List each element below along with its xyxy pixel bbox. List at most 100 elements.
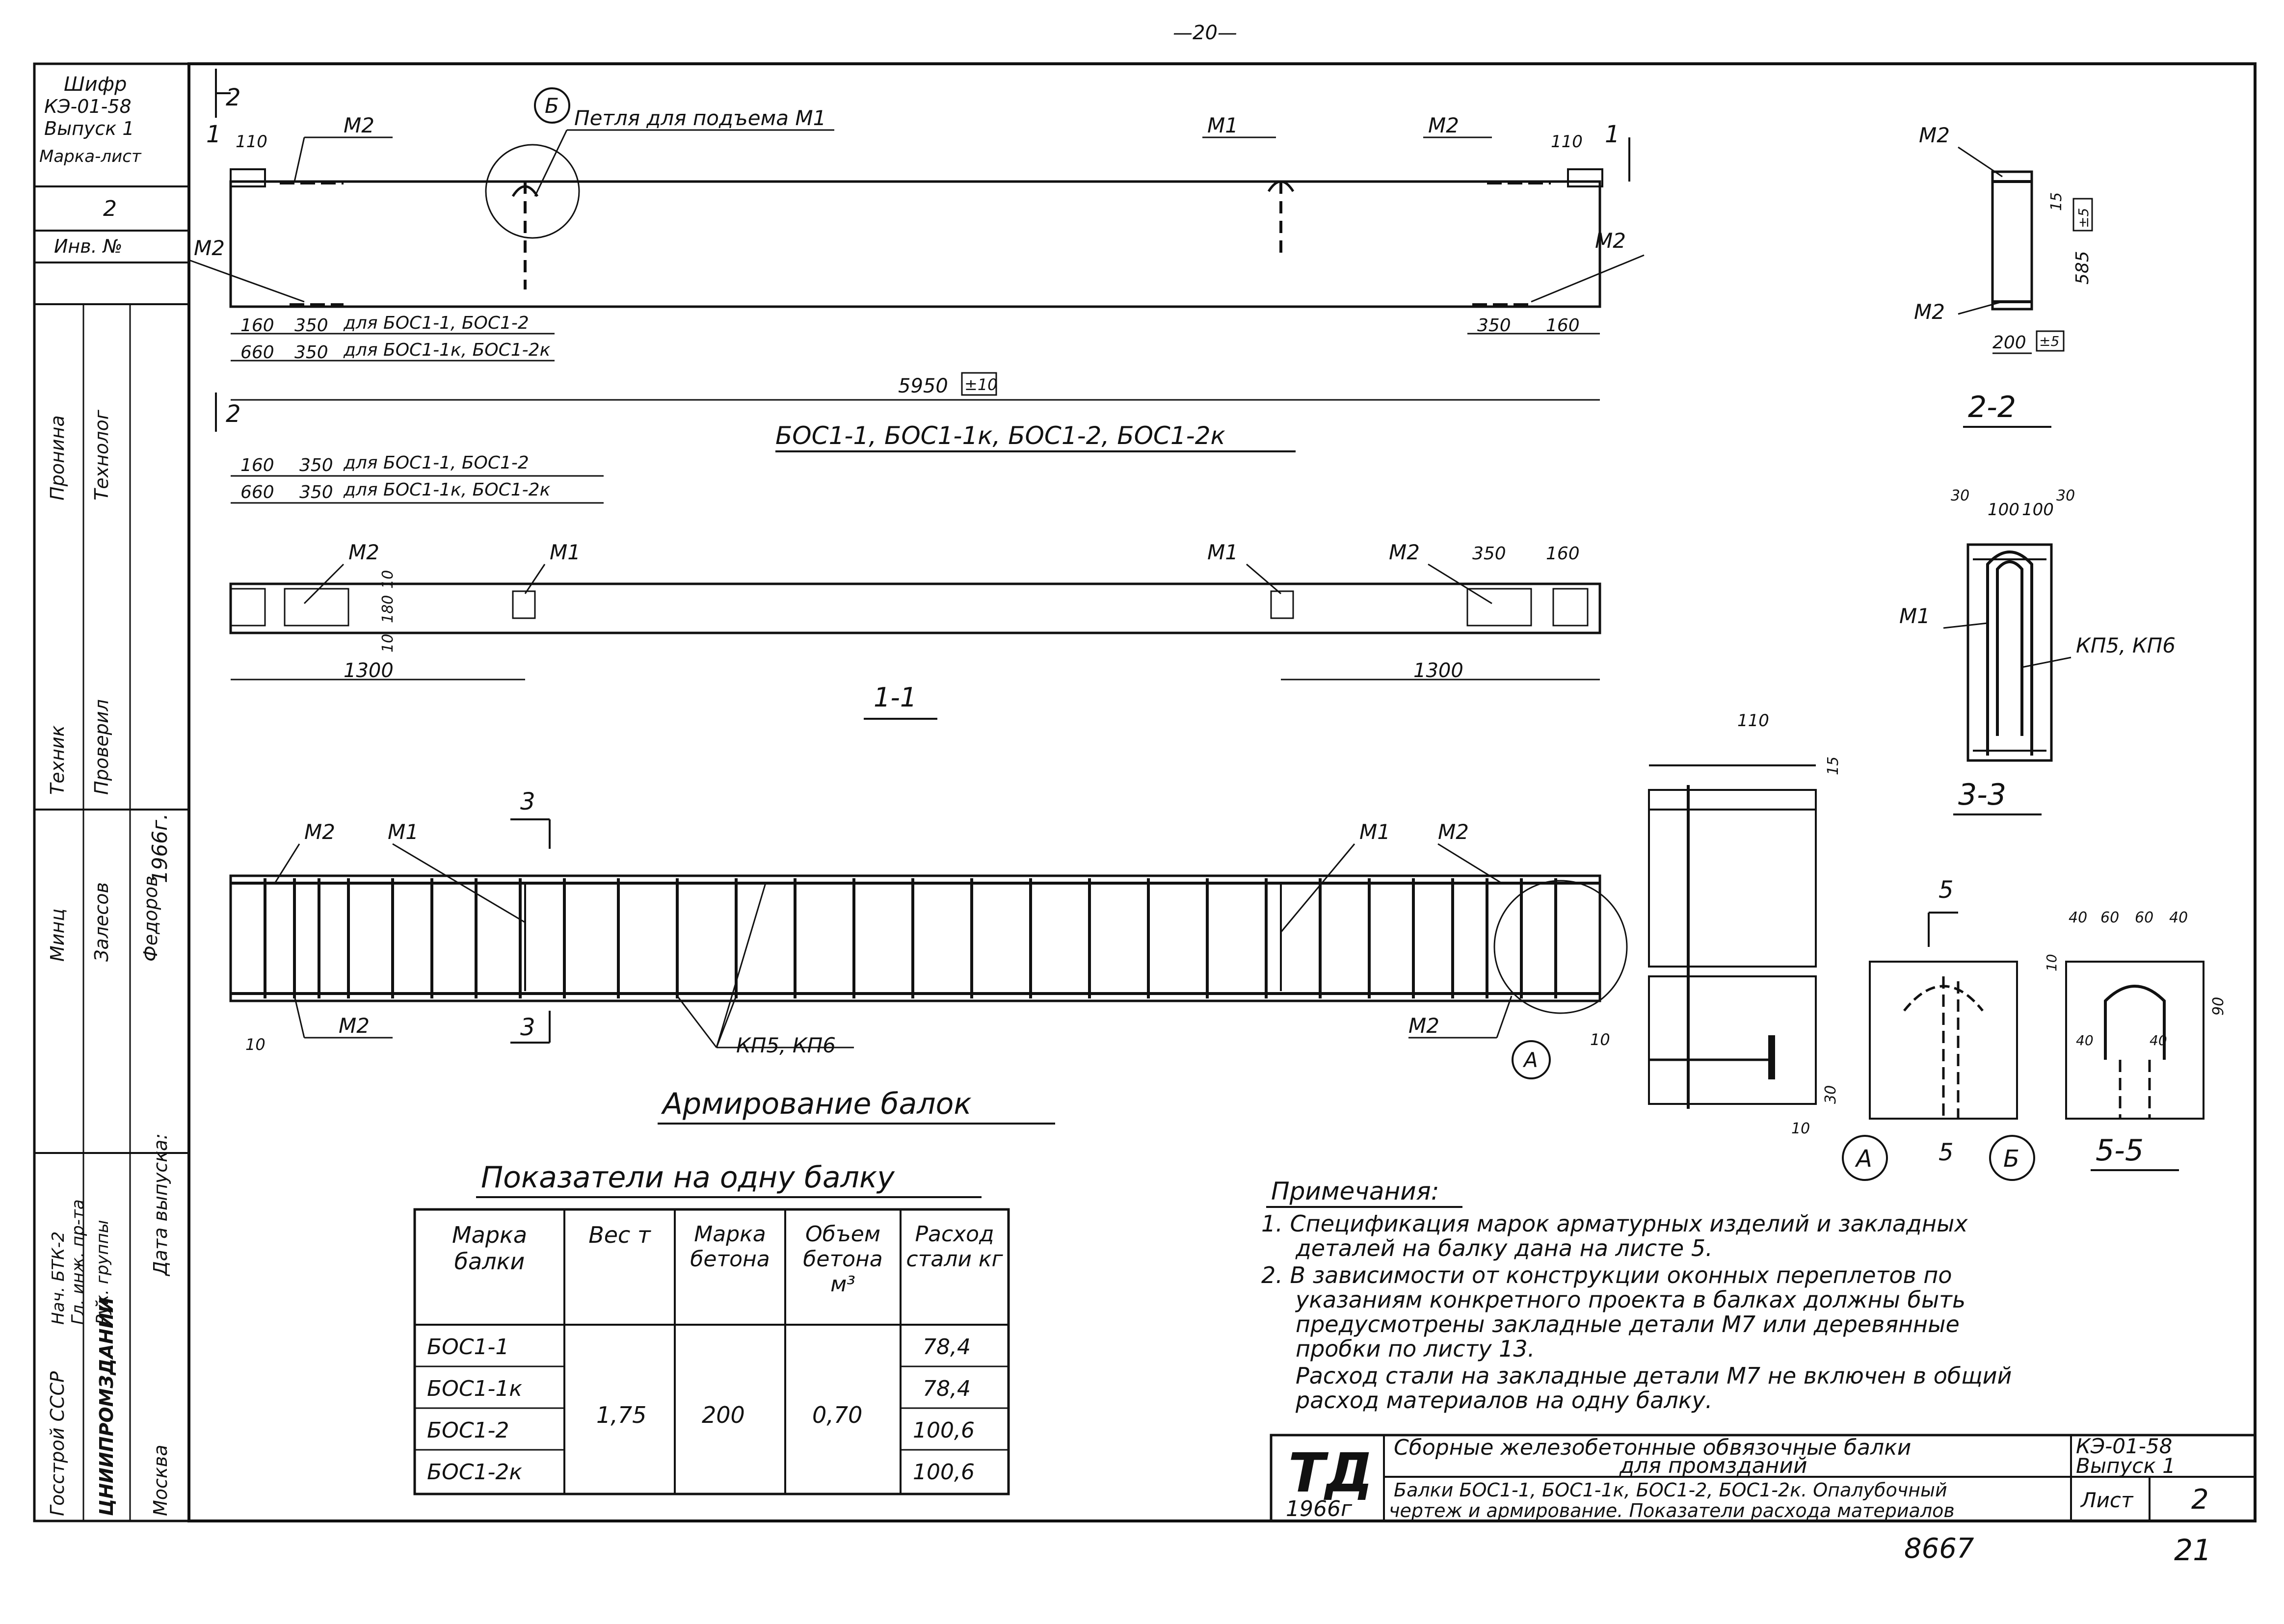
s33-top-dim-1: 100 [1988,500,2019,520]
plan-small-dim-3: 10 [379,570,397,589]
detail-a-dim-15: 15 [1825,757,1842,775]
plan-m2-right: М2 [1389,540,1420,564]
detail-a-dim-30: 30 [1822,1085,1839,1104]
stamp-city: Москва [150,1444,171,1516]
ind-row-1-steel: 78,4 [923,1335,971,1360]
reinf-label-a: А [1522,1048,1538,1072]
notes-line-3: 2. В зависимости от конструкции оконных … [1261,1262,1952,1288]
stamp-date-label: Дата выпуска: [150,1133,171,1277]
s22-title: 2-2 [1968,390,2016,424]
title-list-no: 2 [2191,1484,2209,1516]
s22-height: 585 [2072,251,2093,285]
indicators-table: Показатели на одну балку Марка балки Вес… [413,1160,1010,1495]
stamp-org2: ЦНИИПРОМЗДАНИЙ [96,1297,117,1516]
reinf-label-m1-2: М1 [1359,820,1390,844]
s33-top-dim-2: 100 [2022,500,2054,520]
title-line-1: Сборные железобетонные обвязочные балки [1394,1435,1911,1460]
elev-m1-label: М1 [1207,113,1238,137]
s33-m1: М1 [1899,604,1930,628]
title-line-2: Балки БОС1-1, БОС1-1к, БОС1-2, БОС1-2к. … [1394,1479,1947,1501]
ind-volume: 0,70 [812,1402,862,1428]
ind-row-3-steel: 100,6 [913,1418,975,1443]
plan-small-dim-2: 180 [379,595,397,623]
notes-line-1: 1. Спецификация марок арматурных изделий… [1261,1210,1968,1237]
ind-header-weight: Вес т [588,1222,651,1248]
title-block: ТД 1966г Сборные железобетонные обвязочн… [1270,1434,2257,1522]
reinf-end-dim-right: 10 [1590,1030,1610,1049]
s22-m2-top: М2 [1919,123,1950,147]
stamp-role-7: Федоров [140,876,161,962]
elev-mark-b: Б [545,94,559,118]
elev-m2-label-3: М2 [194,236,225,260]
stamp-role-3: Техник [47,725,68,795]
reinf-label-kp: КП5, КП6 [736,1033,836,1057]
stamp-role2-3: Рук. группы [93,1220,112,1325]
plan-m1-left: М1 [550,540,581,564]
plan-dim-r1-c: для БОС1-1, БОС1-2 [343,453,529,473]
stamp-role-1: Пронина [47,415,68,500]
plan-dim-right-a: 350 [1472,544,1506,564]
detail-b-mark-bottom: 5 [1939,1139,1954,1166]
footer-num-1: 8667 [1904,1533,1974,1565]
elev-m2-label-1: М2 [344,113,374,137]
plan-m2-left: М2 [348,540,379,564]
ind-header-mark: Марка балки [451,1222,528,1275]
view-reinforcement: М2 М1 3 М1 М2 М2 3 КП5, КП6 М2 А 10 10 А… [229,788,1628,1125]
ind-row-4-steel: 100,6 [913,1460,975,1485]
elev-dim-r2-a: 660 [240,342,274,363]
plan-m1-right: М1 [1207,540,1238,564]
indicators-title: Показатели на одну балку [481,1160,895,1195]
stamp-vypusk: Выпуск 1 [44,118,134,139]
s55-dim-2: 60 [2100,909,2119,926]
detail-b-mark-top: 5 [1939,876,1954,904]
s55-dim-7: 40 [2076,1032,2094,1048]
view-plan-1-1: 160 350 для БОС1-1, БОС1-2 660 350 для Б… [229,453,1601,720]
elev-section-2-bottom: 2 [226,400,241,428]
notes-line-6: пробки по листу 13. [1296,1336,1535,1362]
notes: Примечания: 1. Спецификация марок армату… [1261,1177,2012,1414]
page-number: —20— [1173,22,1237,44]
title-vypusk: Выпуск 1 [2076,1454,2176,1478]
elev-section-2-top: 2 [226,84,241,111]
reinf-label-m2-1: М2 [304,820,335,844]
stamp-role2-1: Нач. БТК-2 [49,1231,68,1325]
elev-dim-right-b: 160 [1546,315,1580,336]
elev-dim-r2-c: для БОС1-1к, БОС1-2к [343,340,551,360]
reinf-end-dim-left: 10 [245,1035,266,1054]
s55-dim-5: 10 [2044,954,2060,971]
view-elevation: Б Петля для подъема М1 2 2 1 1 М2 М1 М2 … [188,69,1645,452]
title-list-label: Лист [2080,1488,2134,1512]
plan-len-left: 1300 [344,659,394,682]
elev-loop-label: Петля для подъема М1 [574,106,826,130]
plan-dim-r2-b: 350 [299,482,333,502]
ind-row-2-mark: БОС1-1к [427,1376,522,1401]
elev-dim-110-right: 110 [1551,132,1583,152]
ind-concrete: 200 [702,1402,745,1428]
s55-dim-3: 60 [2135,909,2153,926]
notes-line-5: предусмотрены закладные детали М7 или де… [1296,1311,1960,1337]
plan-dim-right-b: 160 [1546,544,1580,564]
notes-line-4: указаниям конкретного проекта в балках д… [1295,1286,1965,1313]
detail-b: 5 5 Б 40 60 60 40 10 90 40 40 5-5 [1869,876,2227,1181]
stamp-marka-list: 2 [103,196,117,221]
section-2-2: М2 М2 15 585 ±5 200 ±5 2-2 [1914,123,2093,428]
ind-row-3-mark: БОС1-2 [427,1418,509,1443]
stamp-strip: Шифр КЭ-01-58 Выпуск 1 Марка-лист 2 Инв.… [33,62,190,1522]
s33-side-dim-1: 30 [1951,487,1969,504]
elev-dim-r1-a: 160 [240,315,274,336]
stamp-shifr: КЭ-01-58 [44,96,132,117]
title-year: 1966г [1286,1496,1353,1521]
detail-a-dim-110: 110 [1737,711,1769,731]
s22-width: 200 [1992,333,2026,353]
s33-side-dim-2: 30 [2056,487,2075,504]
s55-dim-1: 40 [2069,909,2087,926]
elev-section-1-right: 1 [1605,121,1620,148]
stamp-inv-label: Инв. № [54,236,122,257]
section-3-3: 100 100 30 30 М1 КП5, КП6 3-3 [1899,487,2176,815]
elev-dim-right-a: 350 [1477,315,1511,336]
ind-header-concrete: Марка бетона [690,1222,770,1272]
reinf-label-m2-4: М2 [1408,1014,1439,1038]
elev-dim-r2-b: 350 [294,342,328,363]
